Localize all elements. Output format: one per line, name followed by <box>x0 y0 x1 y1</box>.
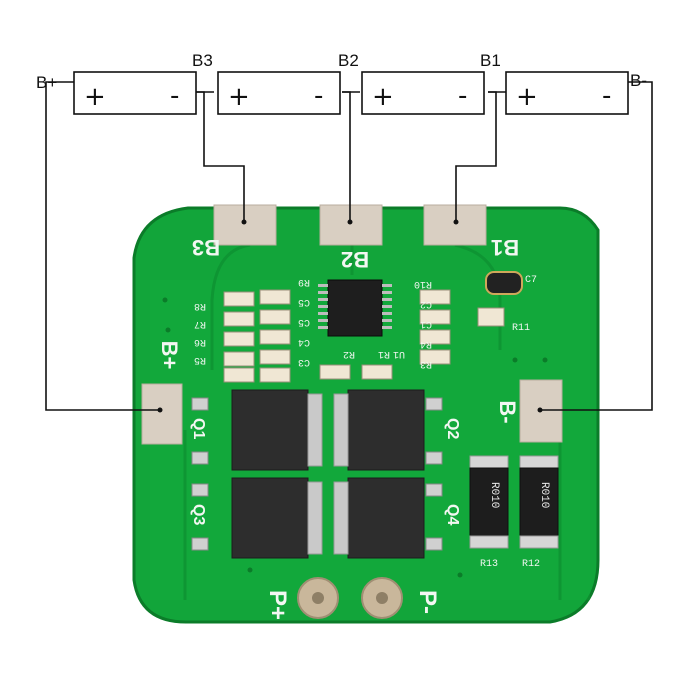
mosfet-q2 <box>333 389 443 471</box>
terminal-b3: B3 <box>192 51 213 70</box>
label-q1: Q1 <box>190 418 207 439</box>
wire-b-plus <box>45 81 160 411</box>
label-r1: R1 <box>378 348 390 359</box>
pad-p-minus <box>361 577 403 619</box>
label-c5a: C5 <box>298 296 310 307</box>
label-c2: C2 <box>420 298 432 309</box>
resistor-r13-mark: R010 <box>488 482 500 508</box>
cell-3-plus: + <box>372 82 394 112</box>
mosfet-q1 <box>191 389 323 471</box>
label-r5: R5 <box>194 354 206 365</box>
label-r8: R8 <box>194 300 206 311</box>
cell-1-plus: + <box>84 82 106 112</box>
terminal-b1: B1 <box>480 51 501 70</box>
mosfet-q4 <box>333 477 443 559</box>
label-c4: C4 <box>298 336 310 347</box>
mosfet-q3 <box>191 477 323 559</box>
ic-u1 <box>318 279 392 337</box>
vias <box>162 297 548 578</box>
label-c1: C1 <box>420 318 432 329</box>
smd-left-group <box>223 289 291 383</box>
silk-b-minus: B- <box>495 400 520 423</box>
terminal-b2: B2 <box>338 51 359 70</box>
cell-2-minus: - <box>314 81 323 111</box>
label-q2: Q2 <box>444 418 461 439</box>
cell-2: + - <box>217 71 341 115</box>
pad-b1 <box>423 204 487 246</box>
cell-1-minus: - <box>170 81 179 111</box>
resistor-r13 <box>469 455 509 549</box>
label-u1: U1 <box>393 348 405 359</box>
wiring <box>45 81 653 413</box>
pad-b2 <box>319 204 383 246</box>
resistor-r12-mark: R010 <box>538 482 550 508</box>
trace <box>210 243 251 370</box>
pad-b3 <box>213 204 277 246</box>
silk-p-minus: P- <box>414 590 441 614</box>
cell-1: + - <box>73 71 197 115</box>
label-r4: R4 <box>420 338 432 349</box>
label-r2: R2 <box>343 348 355 359</box>
terminal-b-minus: B- <box>630 71 647 90</box>
silk-p-plus: P+ <box>264 590 291 620</box>
pad-b-plus <box>141 383 183 445</box>
label-r13: R13 <box>480 559 498 570</box>
trace <box>454 243 502 350</box>
label-r12: R12 <box>522 559 540 570</box>
pad-p-plus <box>297 577 339 619</box>
label-c7: C7 <box>525 275 537 286</box>
cell-4-plus: + <box>516 82 538 112</box>
label-r3: R3 <box>420 358 432 369</box>
label-r11: R11 <box>512 323 530 334</box>
component-labels: R8 R7 R6 R5 R9 C5 C5 C4 C3 R10 C2 C1 R4 … <box>194 275 537 369</box>
terminal-b-plus: B+ <box>36 73 57 92</box>
wire-b-minus <box>540 81 653 411</box>
label-q3: Q3 <box>190 504 207 525</box>
silk-b-plus: B+ <box>157 341 182 370</box>
label-c5b: C5 <box>298 316 310 327</box>
silk-b1: B1 <box>491 235 519 260</box>
smd-right-group <box>319 271 523 380</box>
wire-b2 <box>342 91 351 222</box>
label-q4: Q4 <box>444 504 461 525</box>
cell-4: + - <box>505 71 629 115</box>
cell-3: + - <box>361 71 485 115</box>
cell-3-minus: - <box>458 81 467 111</box>
cell-2-plus: + <box>228 82 250 112</box>
label-c3: C3 <box>298 356 310 367</box>
silk-b3: B3 <box>192 235 220 260</box>
label-r9: R9 <box>298 276 310 287</box>
silk-b2: B2 <box>341 247 369 272</box>
label-r10: R10 <box>414 278 432 289</box>
resistor-r12 <box>519 455 559 549</box>
label-r7: R7 <box>194 318 206 329</box>
label-r6: R6 <box>194 336 206 347</box>
cell-4-minus: - <box>602 81 611 111</box>
